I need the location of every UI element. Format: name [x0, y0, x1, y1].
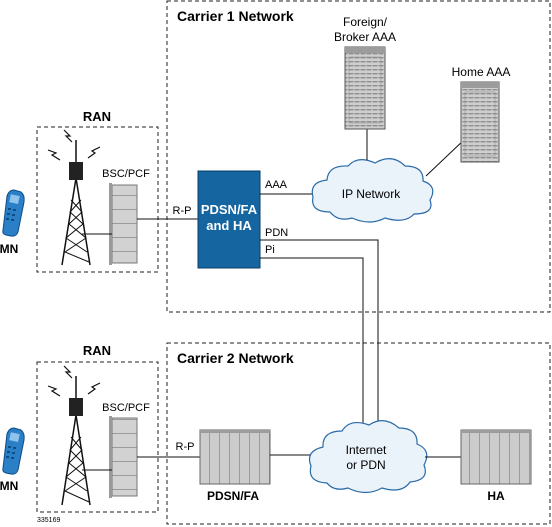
- carrier1-boundary: [166, 0, 551, 313]
- ip-network-cloud: [311, 158, 434, 223]
- carrier1-title: Carrier 1 Network: [177, 8, 294, 24]
- mobile-phone-icon: [2, 427, 25, 475]
- ha-server-icon: [460, 429, 532, 485]
- pi-port-label: Pi: [265, 244, 275, 256]
- foreign-aaa-line1: Foreign/: [343, 15, 388, 29]
- pdsn-ha-box: [197, 170, 261, 269]
- bsc-pcf-bottom-label: BSC/PCF: [102, 402, 150, 414]
- home-aaa-link: [425, 137, 467, 177]
- ran-bottom-boundary: [36, 361, 159, 513]
- rp-bottom-label: R-P: [176, 441, 195, 453]
- ran-bottom-title: RAN: [83, 343, 111, 358]
- carrier2-boundary: [166, 342, 551, 525]
- figure-id: 335169: [37, 517, 60, 524]
- ha-label: HA: [487, 489, 505, 503]
- carrier2-title: Carrier 2 Network: [177, 350, 294, 366]
- internet-line1: Internet: [346, 443, 387, 457]
- pdsn-fa-bottom-icon: [199, 429, 271, 485]
- cell-tower-icon: [47, 129, 101, 266]
- pdn-link: [260, 239, 379, 428]
- pdsn-ha-line2: and HA: [206, 218, 252, 233]
- pdsn-fa-bottom-label: PDSN/FA: [207, 489, 259, 503]
- bsc-pcf-top: [111, 184, 138, 264]
- internet-line2: or PDN: [346, 458, 385, 472]
- home-aaa-server-icon: [460, 81, 500, 163]
- bsc-pcf-top-label: BSC/PCF: [102, 168, 150, 180]
- foreign-aaa-line2: Broker AAA: [334, 30, 396, 44]
- ran-top-title: RAN: [83, 109, 111, 124]
- internet-cloud: [308, 420, 428, 494]
- mn-bottom-label: MN: [0, 479, 18, 493]
- foreign-aaa-server-icon: [344, 46, 386, 130]
- mobile-phone-icon: [2, 189, 25, 237]
- ip-network-label: IP Network: [342, 187, 401, 201]
- pi-link: [260, 257, 364, 428]
- rp-top-label: R-P: [173, 205, 192, 217]
- aaa-port-label: AAA: [265, 179, 288, 191]
- pdsn-ha-line1: PDSN/FA: [201, 202, 258, 217]
- bsc-pcf-bottom: [111, 417, 138, 497]
- pdn-port-label: PDN: [265, 227, 288, 239]
- cell-tower-icon: [47, 365, 101, 506]
- mn-top-label: MN: [0, 242, 18, 256]
- home-aaa-label: Home AAA: [452, 65, 511, 79]
